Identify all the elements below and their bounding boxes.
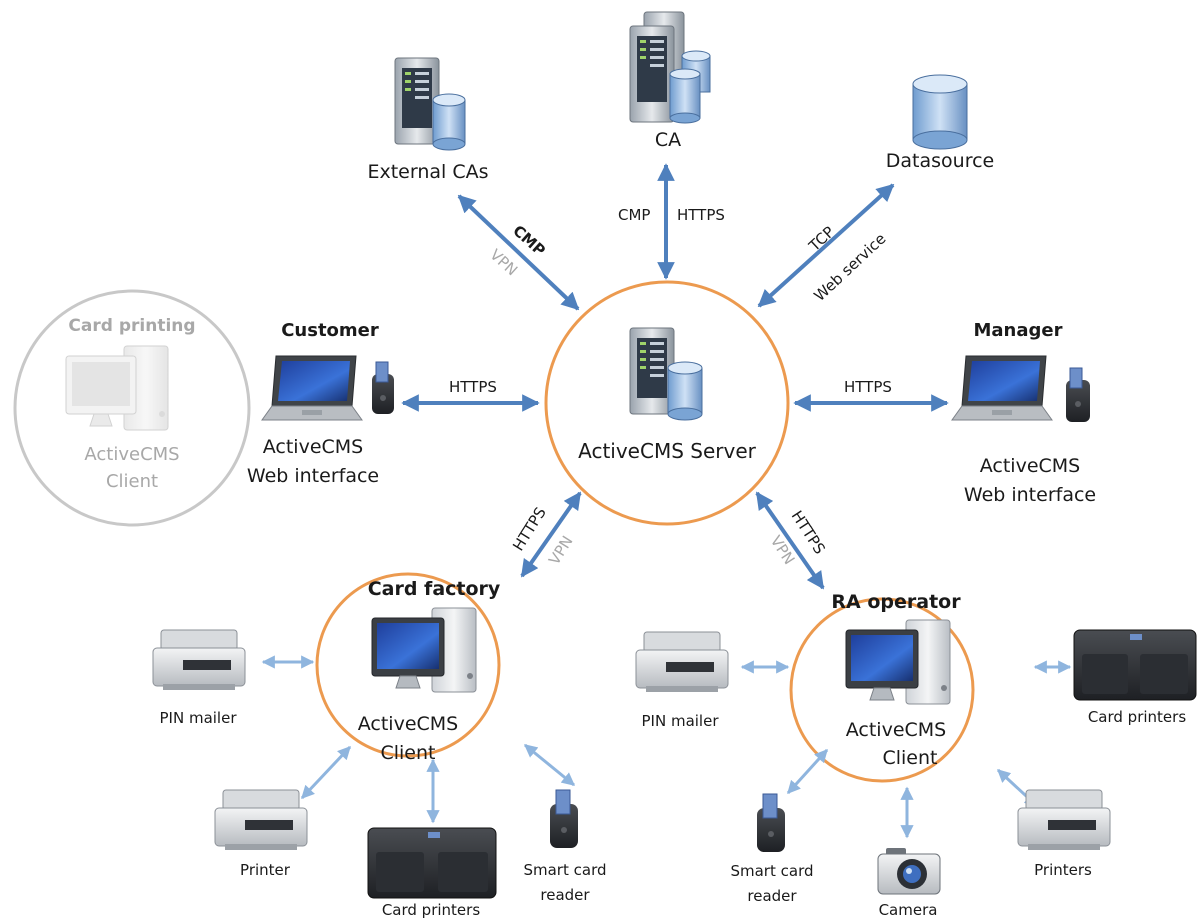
ra-operator-line1: ActiveCMS xyxy=(846,719,947,741)
ra-operator-arrow xyxy=(755,491,825,590)
external-cas-label: External CAs xyxy=(367,161,488,183)
camera-icon xyxy=(877,848,941,895)
card-printing-line2: Client xyxy=(106,471,158,492)
smart-card-reader-icon xyxy=(550,789,578,848)
desktop-computer-icon xyxy=(845,619,951,705)
card-factory-line2: Client xyxy=(380,742,435,764)
ra-operator-smart-card-label-1: Smart card xyxy=(730,862,813,880)
card-printer-icon xyxy=(367,827,497,899)
laptop-card-reader-icon xyxy=(951,355,1090,422)
server-cluster-icon xyxy=(629,11,711,124)
datasource-arrow xyxy=(757,183,895,308)
desktop-computer-icon xyxy=(371,607,477,693)
external-cas-protocol: CMP xyxy=(509,222,548,260)
customer-line2: Web interface xyxy=(247,465,379,487)
server-label: ActiveCMS Server xyxy=(578,439,757,463)
ra-operator-smart-card-label-2: reader xyxy=(747,887,797,905)
datasource-protocol: TCP xyxy=(805,223,838,256)
customer-protocol: HTTPS xyxy=(449,378,497,396)
card-factory-pin-mailer-label: PIN mailer xyxy=(160,709,238,727)
ra-operator-pin-mailer-label: PIN mailer xyxy=(642,712,720,730)
server-database-icon xyxy=(629,327,703,421)
smart-card-reader-icon xyxy=(757,793,785,852)
ca-protocol-right: HTTPS xyxy=(677,206,725,224)
connection-arrows xyxy=(401,163,949,590)
manager-line2: Web interface xyxy=(964,484,1096,506)
card-factory-card-printers-label: Card printers xyxy=(382,901,480,919)
ra-operator-camera-label: Camera xyxy=(879,901,938,919)
card-factory-arrow xyxy=(520,491,582,578)
manager-protocol: HTTPS xyxy=(844,378,892,396)
printer-icon xyxy=(1017,789,1111,850)
customer-line1: ActiveCMS xyxy=(263,436,364,458)
card-factory-title: Card factory xyxy=(368,578,501,600)
external-cas-arrow xyxy=(457,194,580,311)
pin-mailer-icon xyxy=(635,631,729,692)
card-factory-printer-label: Printer xyxy=(240,861,291,879)
desktop-computer-icon xyxy=(65,345,169,431)
ra-operator-line2: Client xyxy=(882,747,937,769)
pin-mailer-icon xyxy=(152,629,246,690)
printer-icon xyxy=(214,789,308,850)
ca-label: CA xyxy=(655,129,681,151)
ra-operator-card-printers-label: Card printers xyxy=(1088,708,1186,726)
card-printer-icon xyxy=(1073,629,1197,701)
card-factory-line1: ActiveCMS xyxy=(358,713,459,735)
laptop-card-reader-icon xyxy=(261,355,394,421)
device-arrows xyxy=(261,655,1072,839)
ra-operator-protocol-secondary: VPN xyxy=(767,532,799,567)
customer-title: Customer xyxy=(281,320,379,341)
ra-operator-title: RA operator xyxy=(831,591,961,613)
server-database-icon xyxy=(394,57,466,151)
ra-operator-printers-label: Printers xyxy=(1034,861,1092,879)
manager-title: Manager xyxy=(974,320,1063,341)
database-cylinder-icon xyxy=(912,74,968,150)
datasource-label: Datasource xyxy=(886,150,994,172)
card-printing-line1: ActiveCMS xyxy=(84,444,179,465)
ca-protocol-left: CMP xyxy=(618,206,650,224)
card-factory-smart-card-label-1: Smart card xyxy=(523,861,606,879)
manager-line1: ActiveCMS xyxy=(980,455,1081,477)
card-printing-title: Card printing xyxy=(68,316,195,336)
card-factory-smart-card-label-2: reader xyxy=(540,886,590,904)
